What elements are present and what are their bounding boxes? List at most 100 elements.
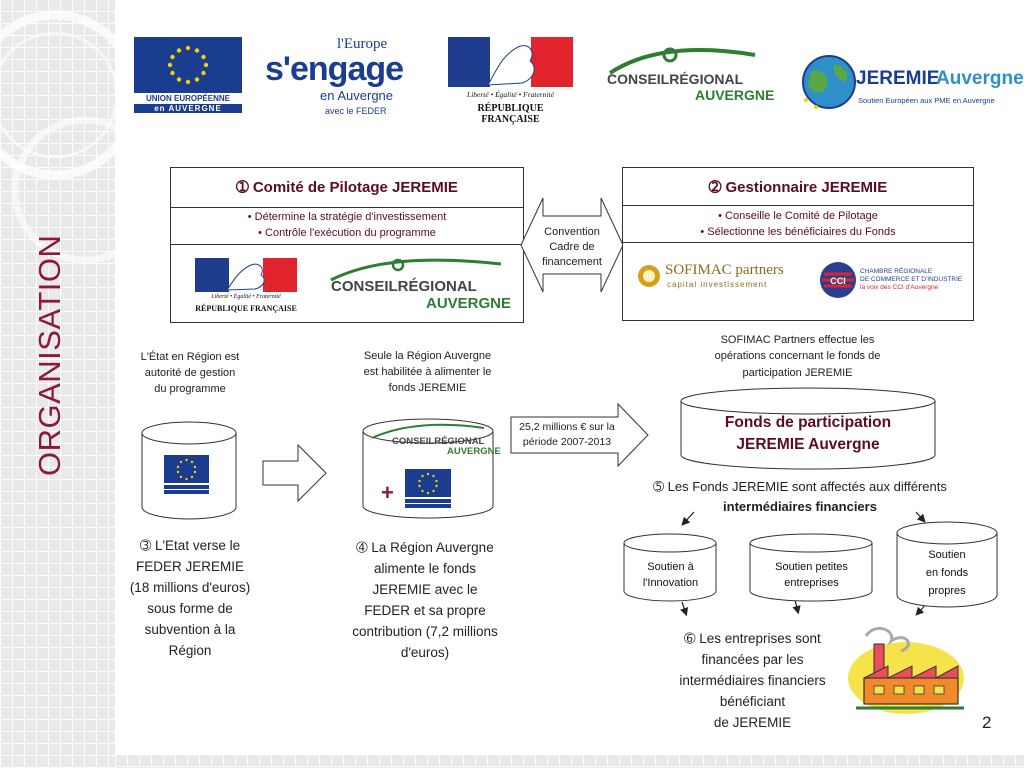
step6-line2: financées par les: [701, 652, 804, 667]
sofimac-sub: capital investissement: [667, 280, 768, 289]
globe-icon: [802, 55, 856, 109]
box1-cr-line1: CONSEILRÉGIONAL: [331, 278, 477, 295]
sidebar-decor-rings: [0, 10, 115, 264]
state-note-line3: du programme: [154, 383, 226, 395]
box1-divider-1: [171, 207, 523, 208]
region-note-line3: fonds JEREMIE: [388, 382, 467, 394]
state-note-line1: L'État en Région est: [140, 351, 240, 363]
cci-line2: DE COMMERCE ET D'INDUSTRIE: [860, 276, 963, 283]
eu-logo-line2: en AUVERGNE: [134, 104, 242, 113]
europe-sub-text: en Auvergne: [320, 88, 394, 103]
fund-cylinder: [680, 387, 936, 470]
rf-motto: Liberté • Égalité • Fraternité: [467, 90, 554, 99]
eu-logo-line1: UNION EUROPÉENNE: [145, 94, 230, 103]
jeremie-auvergne-logo: JEREMIE Auvergne Soutien Européen aux PM…: [796, 50, 1024, 116]
box2-divider-1: [623, 205, 973, 206]
transfer-arrow-1: [262, 443, 327, 503]
convention-line1: Convention: [544, 226, 600, 238]
sofimac-emblem-icon: [638, 265, 660, 287]
plus-sign: +: [381, 480, 394, 505]
region-note-line2: est habilitée à alimenter le: [363, 366, 492, 378]
jeremie-region: Auvergne: [936, 68, 1024, 89]
svg-text:CCI: CCI: [830, 276, 846, 286]
step4-line5: contribution (7,2 millions: [352, 624, 498, 639]
box1-cr-logo: CONSEILRÉGIONAL AUVERGNE: [326, 256, 516, 316]
step3-line4: sous forme de: [147, 601, 233, 616]
step6-line5: de JEREMIE: [713, 715, 792, 730]
intermediary-2-line2: entreprises: [784, 577, 839, 589]
state-note-line2: autorité de gestion: [144, 367, 236, 379]
box1-cr-swoosh-icon: [330, 258, 502, 282]
region-note-line1: Seule la Région Auvergne: [363, 350, 492, 362]
cr-swoosh-icon: [608, 47, 756, 75]
box2-bullet-1: • Conseille le Comité de Pilotage: [718, 210, 878, 222]
step4-line4: FEDER et sa propre: [364, 603, 486, 618]
step6-line4: bénéficiant: [719, 694, 786, 709]
box1-divider-2: [171, 244, 523, 245]
step6-line3: intermédiaires financiers: [679, 673, 826, 688]
cci-line1: CHAMBRE RÉGIONALE: [860, 268, 933, 275]
page-number: 2: [982, 713, 992, 732]
fund-line2: JEREMIE Auvergne: [736, 436, 880, 453]
europe-sengage-logo: l'Europe s'engage en Auvergne avec le FE…: [265, 36, 404, 118]
gestionnaire-box: ➁ Gestionnaire JEREMIE • Conseille le Co…: [622, 167, 974, 321]
cylinder2-cr-line1: CONSEILRÉGIONAL: [392, 436, 485, 447]
sofimac-note-line1: SOFIMAC Partners effectue les: [720, 334, 875, 346]
box1-bullet-2: • Contrôle l'exécution du programme: [258, 227, 436, 239]
step3-line3: (18 millions d'euros): [129, 580, 251, 595]
cci-emblem-icon: CCI: [820, 262, 856, 298]
sofimac-logo: SOFIMAC partners capital investissement: [637, 262, 807, 292]
cci-line3: la voix des CCI d'Auvergne: [860, 284, 939, 291]
eu-flag-icon: [134, 37, 242, 93]
cci-logo: CCI CHAMBRE RÉGIONALE DE COMMERCE ET D'I…: [818, 260, 968, 304]
bottom-strip: [115, 755, 1024, 768]
cr-line1: CONSEILRÉGIONAL: [607, 71, 744, 87]
eu-auvergne-logo: UNION EUROPÉENNE en AUVERGNE: [134, 37, 242, 115]
convention-line3: financement: [542, 256, 602, 268]
convention-line2: Cadre de: [549, 241, 595, 253]
intermediary-3-line1: Soutien: [928, 549, 966, 561]
intermediary-3-line2: en fonds: [925, 567, 969, 579]
step5-line1: ➄ Les Fonds JEREMIE sont affectés aux di…: [653, 479, 947, 494]
box1-rf-motto: Liberté • Égalité • Fraternité: [211, 294, 281, 300]
europe-main-text: s'engage: [265, 50, 404, 88]
marianne-flag-icon: [448, 37, 573, 87]
amount-line1: 25,2 millions € sur la: [519, 421, 615, 433]
intermediary-cylinder-2: [749, 533, 873, 602]
conseil-regional-logo: CONSEILRÉGIONAL AUVERGNE: [595, 45, 774, 110]
factory-icon: [848, 626, 964, 714]
gestionnaire-title: ➁ Gestionnaire JEREMIE: [708, 179, 888, 196]
step6-line1: ➅ Les entreprises sont: [684, 631, 821, 646]
jeremie-name: JEREMIE: [856, 68, 940, 89]
intermediary-cylinder-1: [623, 533, 717, 602]
step4-line2: alimente le fonds: [373, 561, 477, 576]
box2-divider-2: [623, 242, 973, 243]
box1-cr-line2: AUVERGNE: [426, 295, 512, 312]
intermediary-1-line1: Soutien à: [647, 561, 694, 573]
distribution-arrows: [680, 511, 933, 617]
cylinder1-eu-flag-icon: [164, 455, 209, 494]
sofimac-name: SOFIMAC partners: [665, 262, 784, 278]
intermediary-2-line1: Soutien petites: [775, 561, 848, 573]
jeremie-tagline: Soutien Européen aux PME en Auvergne: [858, 96, 995, 105]
side-title: ORGANISATION: [32, 234, 67, 476]
step3-line6: Région: [168, 643, 212, 658]
cr-line2: AUVERGNE: [695, 87, 775, 103]
box1-bullet-1: • Détermine la stratégie d'investissemen…: [247, 211, 447, 223]
step4-line3: JEREMIE avec le: [372, 582, 478, 597]
amount-line2: période 2007-2013: [522, 436, 612, 448]
sofimac-note-line3: participation JEREMIE: [742, 367, 853, 379]
rf-name: RÉPUBLIQUE FRANÇAISE: [477, 103, 544, 125]
box1-rf-logo: Liberté • Égalité • Fraternité RÉPUBLIQU…: [195, 258, 297, 316]
cylinder2-cr-line2: AUVERGNE: [447, 446, 501, 457]
comite-pilotage-box: ➀ Comité de Pilotage JEREMIE • Détermine…: [170, 167, 524, 323]
amount-arrow: [510, 403, 649, 467]
step4-line1: ➃ La Région Auvergne: [356, 540, 494, 555]
intermediary-3-line3: propres: [928, 585, 966, 597]
republique-francaise-logo: Liberté • Égalité • Fraternité RÉPUBLIQU…: [448, 37, 573, 125]
step3-line1: ➂ L'Etat verse le: [139, 538, 241, 553]
comite-pilotage-title: ➀ Comité de Pilotage JEREMIE: [236, 179, 458, 196]
cylinder2-eu-flag-icon: [405, 469, 451, 508]
europe-feder-text: avec le FEDER: [325, 106, 387, 116]
step3-line2: FEDER JEREMIE: [135, 559, 244, 574]
